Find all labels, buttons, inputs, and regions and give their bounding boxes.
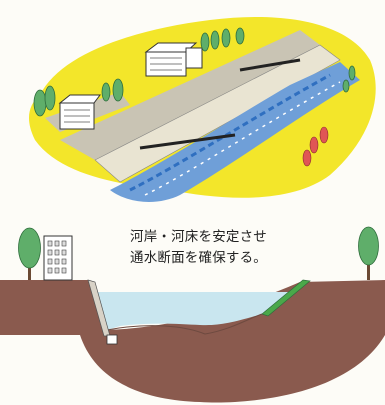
road [60,30,320,160]
building-icon [43,235,73,281]
tree-icon [33,27,356,117]
building-icon [58,94,101,130]
ground [0,280,385,403]
caption-line-2: 通水断面を確保する。 [130,250,267,266]
right-revetment [261,279,311,317]
cross-section [0,226,385,403]
river-channel [110,62,360,202]
river-current [129,73,331,192]
embankment [94,44,341,183]
caption-line-1: 河岸・河床を安定させ [130,229,267,245]
tree-icon [18,227,41,280]
aerial-river-view [28,16,376,202]
weir [139,133,236,150]
building-icon [144,42,203,77]
water-section [95,292,290,330]
revetment-block-icon [106,334,118,345]
channel-bed [106,313,263,335]
tree-icon [302,126,329,167]
caption: 河岸・河床を安定させ 通水断面を確保する。 [130,227,267,269]
weir-2 [239,58,301,72]
tree-icon [358,226,379,280]
